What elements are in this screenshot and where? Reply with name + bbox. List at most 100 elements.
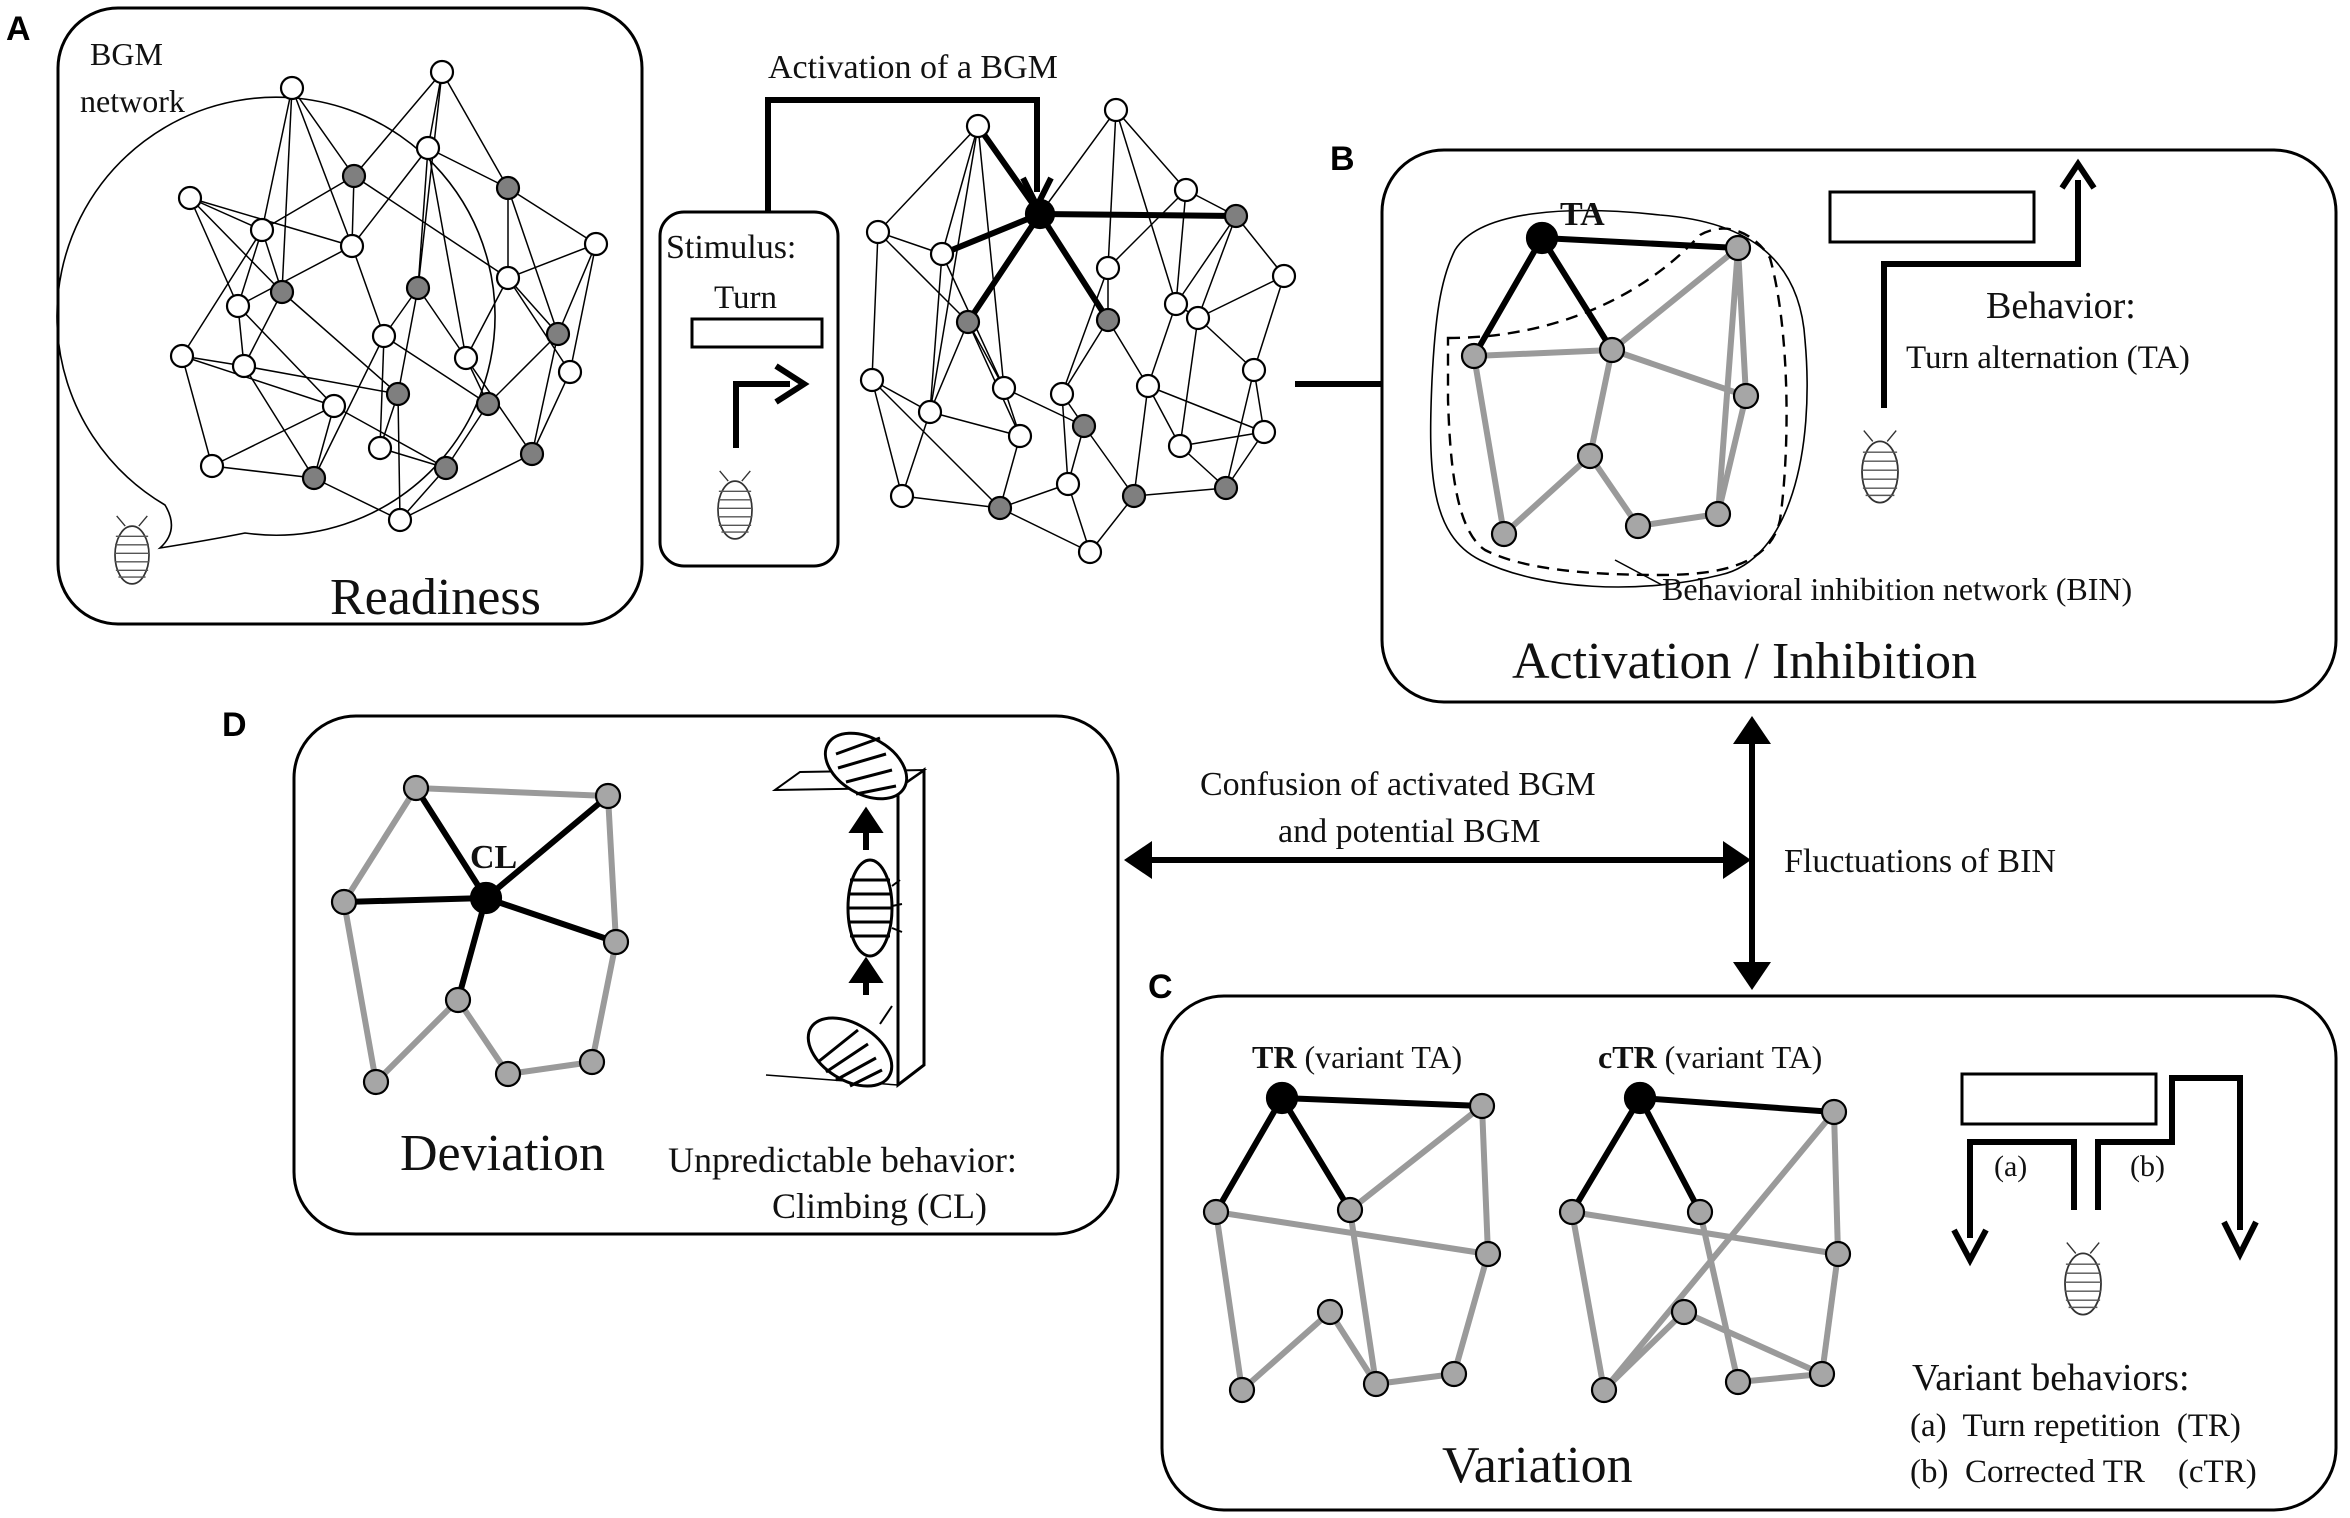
potential-node (301, 465, 327, 491)
activation-arrow (765, 97, 1040, 212)
tr-label-rest: (variant TA) (1296, 1039, 1462, 1075)
network-edge (237, 245, 353, 307)
variants-title: Variant behaviors: (1912, 1357, 2190, 1399)
network-edge (1235, 215, 1285, 277)
bin-edge (373, 997, 461, 1085)
potential-node (1724, 1368, 1752, 1396)
network-edge (181, 355, 335, 407)
variant-bar (1960, 1072, 2158, 1126)
bin-edge (1501, 453, 1593, 537)
bin-graph (1460, 221, 1760, 548)
ctr-label-rest: (variant TA) (1657, 1039, 1823, 1075)
confusion-label-2: and potential BGM (1278, 813, 1541, 850)
network-edge (291, 87, 355, 177)
bin-edge (589, 939, 619, 1065)
potential-node (1071, 413, 1097, 439)
potential-node (385, 381, 411, 407)
ctr-graph (1558, 1081, 1852, 1404)
variation-title: Variation (1442, 1437, 1633, 1494)
network-edge (1133, 385, 1149, 497)
active-edge (1637, 1095, 1837, 1115)
network-edge (1061, 267, 1109, 395)
panel-a: BGM network Readiness (56, 6, 644, 626)
network-edge (427, 147, 467, 359)
isopod-climbing-icon (806, 731, 909, 1088)
active-edge (1471, 235, 1545, 359)
bin-edge (1213, 1209, 1245, 1393)
potential-node (1440, 1360, 1468, 1388)
network-edge (189, 197, 263, 231)
potential-node (1474, 1240, 1502, 1268)
network-edge (397, 287, 419, 395)
potential-node (955, 309, 981, 335)
idle-node (917, 399, 943, 425)
active-edge (1213, 1095, 1285, 1215)
path-b-label: (b) (2130, 1150, 2165, 1183)
bgm-network-label-1: BGM (90, 36, 163, 72)
network-edge (507, 187, 597, 245)
network-edge (243, 365, 315, 479)
network-edge (1061, 319, 1109, 395)
network-edge (507, 277, 571, 373)
isopod-icon (1861, 430, 1899, 504)
network-edge (281, 87, 293, 293)
idle-node (1163, 291, 1189, 317)
panel-letter-c: C (1148, 968, 1173, 1006)
network-edge (929, 125, 979, 413)
bin-edge (1601, 1109, 1837, 1393)
idle-node (1103, 97, 1129, 123)
potential-node (495, 175, 521, 201)
bin-label: Behavioral inhibition network (BIN) (1662, 571, 2132, 607)
idle-node (1135, 373, 1161, 399)
deviation-title: Deviation (400, 1125, 605, 1182)
potential-node (1213, 475, 1239, 501)
idle-node (387, 507, 413, 533)
idle-node (1185, 305, 1211, 331)
isopod-icon (717, 470, 753, 540)
bin-edge (505, 1059, 595, 1077)
idle-node (1007, 423, 1033, 449)
network-edge (243, 291, 283, 367)
unpredictable-label: Unpredictable behavior: (668, 1140, 1017, 1180)
network-edge (507, 277, 559, 335)
fluctuations-label: Fluctuations of BIN (1784, 843, 2056, 880)
active-edge (975, 123, 1043, 217)
idle-node (1049, 381, 1075, 407)
bin-edge (1587, 347, 1615, 459)
stimulus-bar (690, 317, 824, 349)
network-edge (1083, 425, 1135, 497)
network-edge (557, 243, 597, 335)
network-edge (399, 453, 533, 521)
bin-edge (1735, 1371, 1825, 1385)
network-edge (441, 71, 509, 189)
potential-node (602, 928, 630, 956)
network-edge (569, 243, 597, 373)
network-edge (487, 333, 559, 405)
potential-node (1336, 1196, 1364, 1224)
idle-node (321, 393, 347, 419)
bin-edge (1327, 1309, 1379, 1387)
network-edge (281, 291, 399, 395)
idle-node (225, 293, 251, 319)
active-node (1525, 221, 1559, 255)
network-edge (397, 393, 401, 521)
network-edge (417, 71, 443, 289)
potential-node (362, 1068, 390, 1096)
behavior-ta-label: Turn alternation (TA) (1906, 340, 2190, 376)
idle-node (367, 435, 393, 461)
bin-edge (1347, 1207, 1379, 1387)
idle-node (371, 323, 397, 349)
potential-node (1490, 520, 1518, 548)
network-edge (261, 87, 293, 231)
network-edge (291, 87, 353, 247)
potential-node (269, 279, 295, 305)
readiness-title: Readiness (330, 569, 541, 626)
potential-node (1228, 1376, 1256, 1404)
bin-edge (1451, 1251, 1491, 1377)
path-a-arrowhead (1951, 1228, 1989, 1267)
potential-node (475, 391, 501, 417)
active-edge (1037, 211, 1111, 323)
idle-node (1095, 255, 1121, 281)
potential-node (330, 888, 358, 916)
